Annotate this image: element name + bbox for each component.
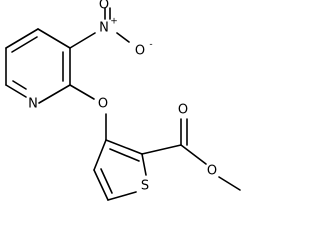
bond-nitro-n-o-single — [116, 32, 130, 43]
nitro-oxygen-double-label: O — [99, 0, 109, 13]
bond-pyridine-c4-c5 — [5, 28, 39, 49]
bond-thiophene-c3-c2 — [105, 139, 143, 155]
bond-pyridine-c6-n — [5, 84, 27, 98]
chemical-structure: N O N + O O - O O S — [5, 0, 241, 201]
bond-c3-nitro-n — [69, 32, 96, 49]
ester-oxygen-label: O — [207, 164, 217, 179]
bond-thiophene-c3-c2-inner — [109, 148, 140, 162]
bond-ester-o-methyl — [218, 176, 241, 191]
bond-thiophene-s-c5 — [107, 191, 137, 201]
bond-pyridine-c3-c4 — [37, 28, 71, 49]
nitro-nitrogen-label: N — [99, 21, 109, 36]
bond-pyridine-c4-c5-inner — [11, 36, 38, 53]
atom-labels: N O N + O O - O O S — [28, 0, 217, 194]
thiophene-sulfur-label: S — [141, 179, 149, 194]
nitro-oxygen-single-label: O — [135, 44, 145, 59]
bond-pyridine-n-c2 — [38, 84, 71, 104]
bond-pyridine-c6-n-inner — [12, 80, 27, 90]
nitro-nitrogen-charge: + — [110, 17, 118, 27]
bond-thiophene-c2-carbonyl-c — [141, 144, 182, 155]
bond-lines — [5, 7, 241, 201]
bond-thiophene-c2-s — [141, 153, 147, 176]
bond-c2-ether-o — [69, 84, 95, 100]
bond-thiophene-c4-c3 — [93, 139, 107, 171]
bond-carbonyl-c-ester-o — [180, 144, 207, 165]
bond-thiophene-c5-c4 — [93, 169, 109, 201]
nitro-oxygen-charge: - — [149, 40, 152, 50]
pyridine-nitrogen-label: N — [28, 97, 38, 112]
bond-thiophene-c5-c4-inner — [100, 168, 113, 194]
carbonyl-oxygen-label: O — [178, 103, 188, 118]
ether-oxygen-label: O — [98, 97, 108, 112]
